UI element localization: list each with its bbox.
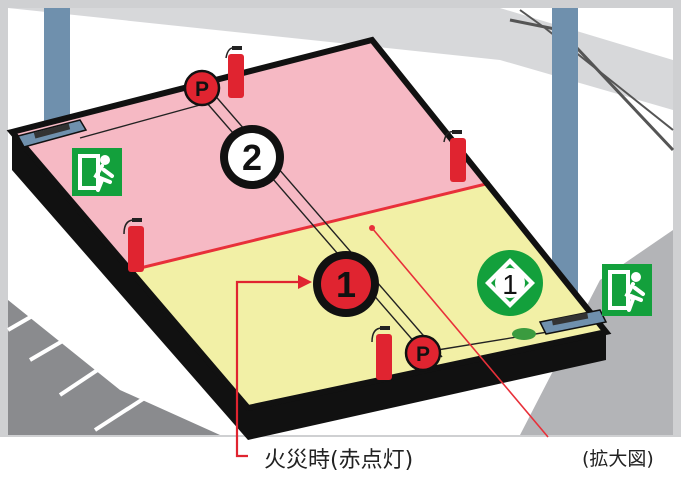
push-button-label: P: [195, 78, 209, 101]
indicator-lamp: [512, 328, 536, 340]
push-button-icon: P: [183, 69, 221, 107]
rail-2: [519, 9, 674, 131]
emergency-exit-icon: [72, 148, 122, 196]
ceiling-strip: [8, 8, 673, 110]
platform-side-left: [12, 132, 248, 440]
caption-arrow: [235, 275, 312, 458]
detector-unit-right: [538, 309, 608, 335]
pillar-left: [44, 8, 70, 136]
caption-fire-condition: 火災時(赤点灯): [264, 448, 414, 473]
platform-side-front: [248, 332, 606, 440]
emergency-exit-icon: [602, 264, 652, 316]
direction-indicator-icon: 1: [477, 250, 543, 316]
lower-slab: [8, 300, 220, 435]
fire-extinguisher-icon: [225, 46, 244, 98]
direction-indicator-label: 1: [502, 269, 518, 300]
push-button-label: P: [416, 343, 430, 366]
callout-line: [371, 227, 549, 438]
detector-unit-left: [16, 119, 88, 148]
zone-divider: [131, 181, 491, 272]
zone-badge-1-label: 1: [336, 264, 356, 305]
enlarged-view-note: (拡大図): [582, 448, 654, 470]
fire-extinguisher-icon: [443, 130, 466, 182]
platform-outline: [6, 36, 612, 412]
fire-extinguisher-icon: [123, 218, 144, 272]
push-button-icon: P: [404, 334, 442, 372]
fire-extinguisher-icon: [371, 326, 392, 380]
zone-badge-1: 1: [313, 251, 379, 317]
zone-badge-2-label: 2: [242, 137, 262, 178]
parking-lines: [7, 298, 162, 432]
zone-badge-2: 2: [220, 125, 284, 189]
